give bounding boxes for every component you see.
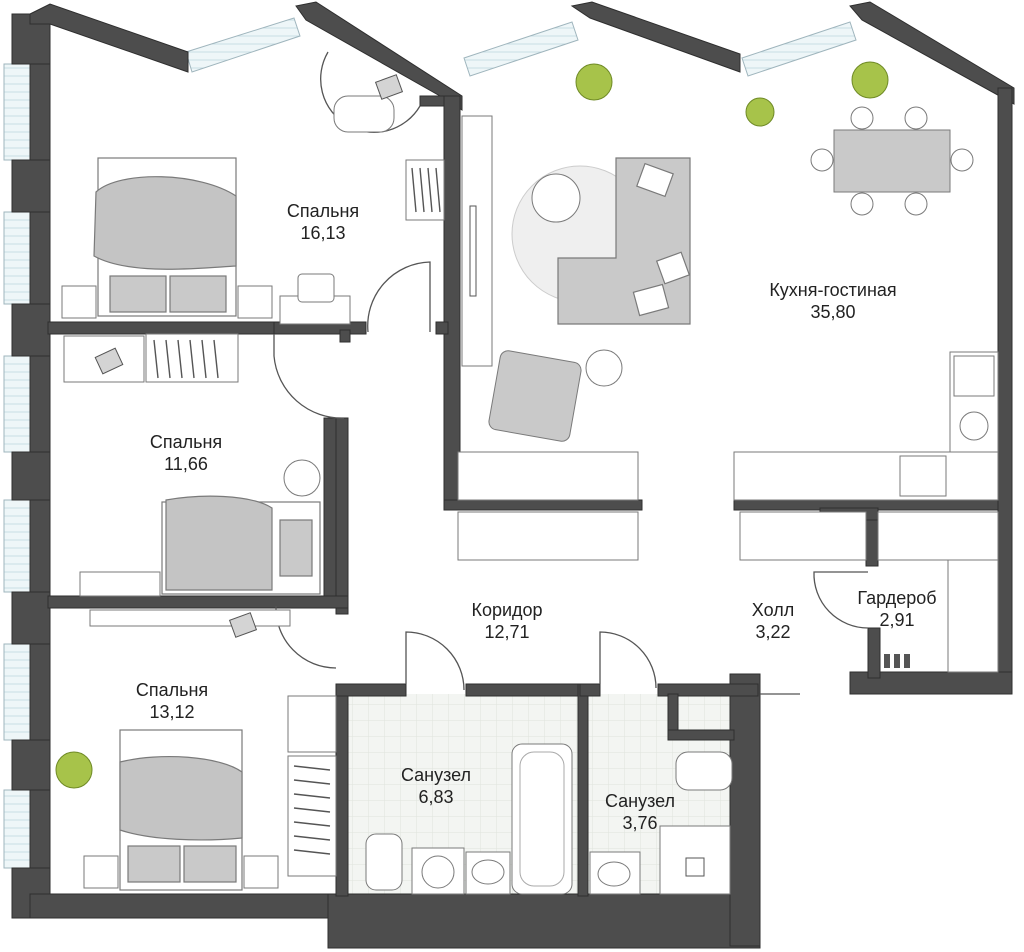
- door-wardrobe: [813, 571, 869, 629]
- door-bedroom-1: [367, 261, 431, 333]
- wardrobe-hangers: [411, 167, 441, 213]
- wardrobe-corridor: [457, 451, 999, 673]
- room-label-bathroom-1: Санузел 6,83: [401, 764, 471, 808]
- room-name: Спальня: [135, 680, 209, 700]
- door-bedroom-2: [273, 334, 345, 419]
- window-top-2: [463, 21, 579, 77]
- room-name: Кухня-гостиная: [769, 280, 897, 300]
- room-area: 35,80: [810, 302, 856, 322]
- room-area: 3,76: [622, 813, 658, 833]
- toilet: [365, 833, 403, 891]
- room-label-bathroom-2: Санузел 3,76: [605, 790, 675, 834]
- tv-stand: [461, 115, 493, 367]
- room-area: 11,66: [164, 454, 208, 474]
- window-top-1: [185, 17, 301, 73]
- room-name: Санузел: [604, 791, 676, 811]
- room-name: Холл: [751, 600, 795, 620]
- room-area: 16,13: [300, 223, 346, 243]
- plant-icon: [55, 61, 889, 789]
- room-area: 12,71: [484, 622, 530, 642]
- laptop-icon: [374, 74, 404, 100]
- bathtub-inner: [519, 751, 565, 887]
- room-area: 6,83: [418, 787, 454, 807]
- nightstand: [79, 571, 161, 597]
- laptop-icon: [94, 347, 124, 375]
- toilet: [675, 751, 733, 791]
- window-left-5: [3, 643, 31, 741]
- window-top-3: [741, 21, 857, 77]
- bed-bedroom-1: [93, 157, 237, 317]
- desk-bedroom-3: [89, 609, 291, 627]
- room-label-kitchen-living: Кухня-гостиная 35,80: [769, 279, 896, 323]
- wardrobe-hangers: [153, 339, 219, 379]
- window-left-6: [3, 789, 31, 869]
- room-label-bedroom-1: Спальня 16,13: [287, 200, 359, 244]
- room-label-corridor: Коридор 12,71: [471, 599, 542, 643]
- room-name: Коридор: [471, 600, 543, 620]
- sofa: [557, 157, 691, 325]
- room-area: 13,12: [149, 702, 195, 722]
- dining-chairs: [810, 106, 974, 216]
- round-table: [283, 459, 321, 497]
- wardrobe-bedroom-3: [287, 755, 337, 877]
- room-label-bedroom-2: Спальня 11,66: [150, 431, 222, 475]
- sink-bowl: [597, 861, 631, 887]
- washing-machine-drum: [421, 855, 455, 889]
- nightstand: [237, 285, 273, 319]
- dining-table: [833, 129, 951, 193]
- nightstand: [243, 855, 279, 889]
- room-name: Спальня: [286, 201, 360, 221]
- window-left-1: [3, 63, 31, 161]
- door-bathroom-1: [405, 631, 465, 691]
- side-table: [585, 349, 623, 387]
- room-area: 2,91: [879, 610, 915, 630]
- room-name: Гардероб: [857, 588, 937, 608]
- window-left-3: [3, 355, 31, 453]
- wardrobe-hangers: [293, 765, 331, 855]
- hooks-hall: [884, 654, 910, 668]
- room-label-wardrobe: Гардероб 2,91: [857, 587, 936, 631]
- room-area: 3,22: [755, 622, 791, 642]
- kitchen-counter: [733, 351, 999, 501]
- chair: [297, 273, 335, 303]
- nightstand: [61, 285, 97, 319]
- room-label-hall: Холл 3,22: [752, 599, 794, 643]
- shower-drain: [685, 857, 705, 877]
- room-name: Спальня: [149, 432, 223, 452]
- laptop-icon: [228, 612, 258, 638]
- bed-bedroom-3: [119, 729, 243, 891]
- window-left-4: [3, 499, 31, 593]
- desk-window: [333, 95, 395, 133]
- tv: [469, 205, 477, 297]
- sink-bowl: [471, 859, 505, 885]
- coffee-table: [531, 173, 581, 223]
- dresser: [287, 695, 337, 753]
- nightstand: [83, 855, 119, 889]
- armchair: [488, 350, 582, 442]
- room-name: Санузел: [400, 765, 472, 785]
- bed-bedroom-2: [161, 495, 321, 595]
- walls: [11, 1, 1015, 949]
- door-bathroom-2: [599, 631, 657, 689]
- window-left-2: [3, 211, 31, 305]
- room-label-bedroom-3: Спальня 13,12: [136, 679, 208, 723]
